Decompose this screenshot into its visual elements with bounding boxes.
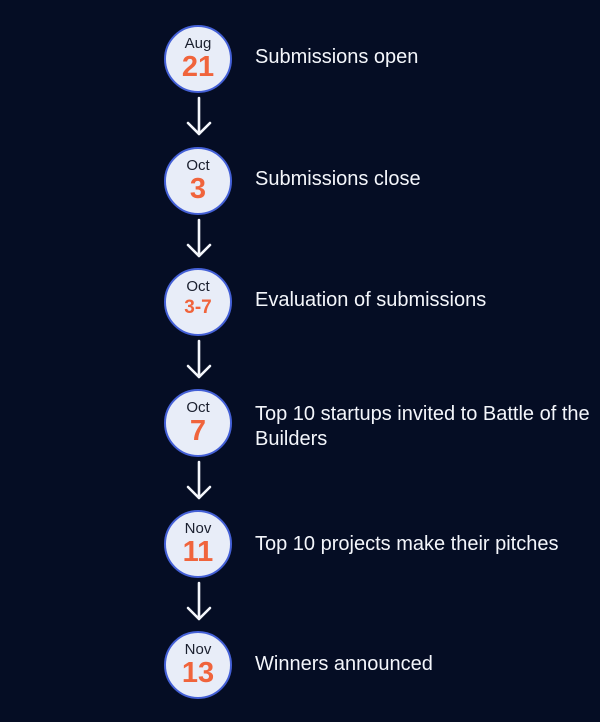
timeline-step: Nov 13 Winners announced	[0, 631, 600, 699]
timeline-step: Oct 3 Submissions close	[0, 147, 600, 215]
date-badge: Aug 21	[164, 25, 232, 93]
date-badge: Nov 11	[164, 510, 232, 578]
date-day: 21	[181, 51, 215, 83]
arrow-down-icon	[186, 218, 212, 258]
step-label: Top 10 projects make their pitches	[255, 533, 559, 555]
date-month: Nov	[184, 641, 212, 658]
timeline-step: Aug 21 Submissions open	[0, 25, 600, 93]
timeline-step: Oct 3-7 Evaluation of submissions	[0, 268, 600, 336]
date-badge: Oct 3-7	[164, 268, 232, 336]
date-day: 3	[189, 173, 207, 205]
arrow-down-icon	[186, 96, 212, 136]
date-day: 7	[189, 415, 207, 447]
date-badge: Nov 13	[164, 631, 232, 699]
step-label: Submissions open	[255, 46, 419, 68]
step-label: Winners announced	[255, 653, 433, 675]
date-month: Aug	[184, 35, 212, 52]
date-month: Oct	[186, 399, 210, 416]
date-badge: Oct 7	[164, 389, 232, 457]
arrow-down-icon	[186, 460, 212, 500]
timeline-step: Nov 11 Top 10 projects make their pitche…	[0, 510, 600, 578]
date-badge: Oct 3	[164, 147, 232, 215]
arrow-down-icon	[186, 339, 212, 379]
date-day: 3-7	[184, 297, 212, 318]
step-label: Evaluation of submissions	[255, 289, 487, 311]
date-day: 11	[182, 536, 214, 568]
step-label: Submissions close	[255, 168, 421, 190]
step-label: Top 10 startups invited to Battle of the…	[255, 403, 590, 450]
date-month: Oct	[186, 157, 210, 174]
date-month: Oct	[186, 278, 210, 295]
date-day: 13	[181, 657, 215, 689]
arrow-down-icon	[186, 581, 212, 621]
timeline-step: Oct 7 Top 10 startups invited to Battle …	[0, 389, 600, 457]
date-month: Nov	[184, 520, 212, 537]
